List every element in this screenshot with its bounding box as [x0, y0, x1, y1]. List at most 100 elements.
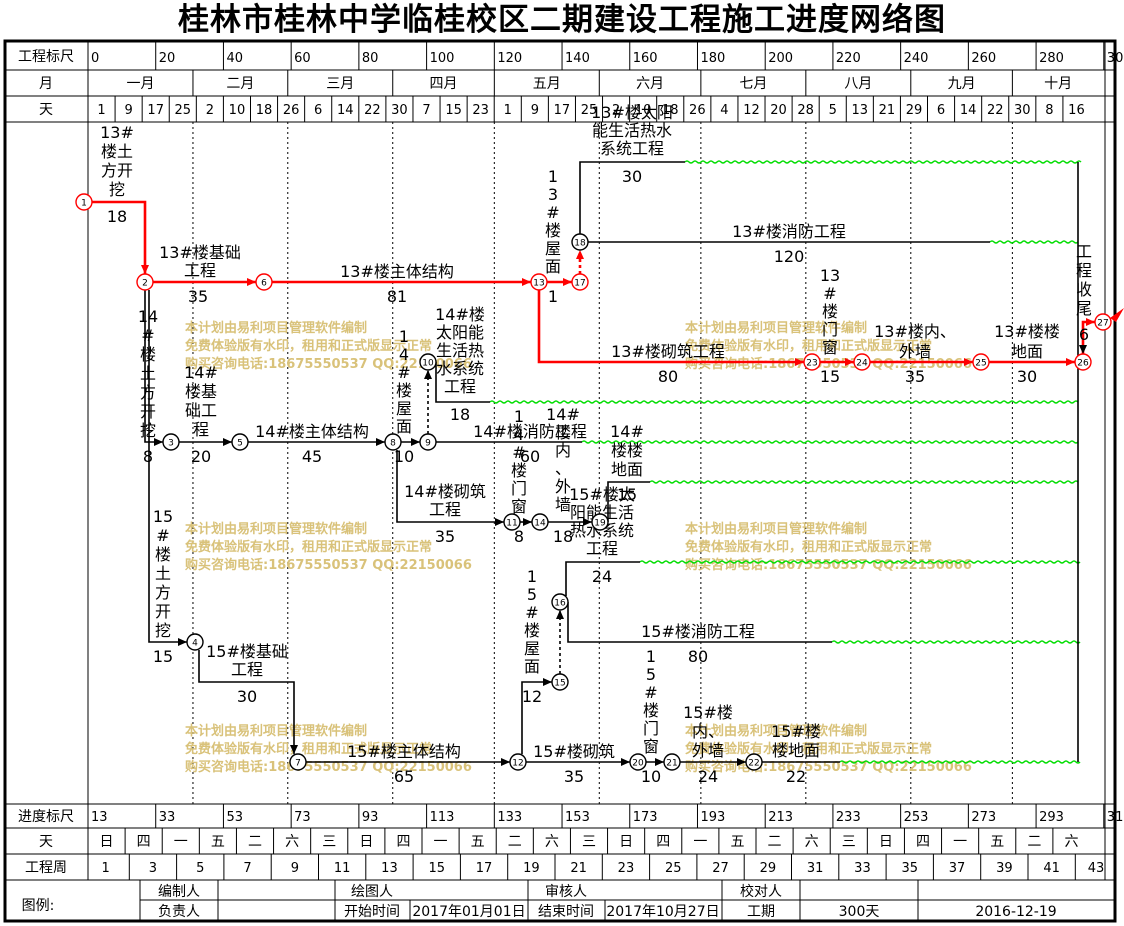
label-23-24-d: 门 [822, 320, 838, 339]
watermark-line-5-0: 本计划由易利项目管理软件编制 [685, 723, 867, 739]
label-13-17-d: 楼 [545, 221, 561, 240]
scale-tick-label-10: 200 [768, 51, 793, 66]
day-row-label: 天 [39, 102, 53, 118]
date-value: 2016-12-19 [975, 904, 1056, 920]
label-23-24-a: 13 [820, 266, 840, 285]
day-label-36: 16 [1068, 103, 1085, 118]
label-22-26-a: 15#楼 [771, 722, 821, 741]
scale-tick-label-13: 260 [971, 51, 996, 66]
day-label-14: 23 [472, 103, 489, 118]
activity-label-layer: 13#楼土方开挖1813#楼基础工程3513#楼主体结构8113#楼屋面113#… [100, 103, 1092, 786]
progress-tick-label-15: 313 [1107, 810, 1124, 825]
watermark-line-2-2: 购买咨询电话:18675550537 QQ:22150066 [185, 557, 472, 573]
label-1-2-d: 挖 [109, 180, 125, 199]
scale-tick-label-4: 80 [362, 51, 379, 66]
month-label-6: 七月 [739, 76, 767, 92]
arrowhead-7 [795, 358, 804, 366]
arrowhead-11 [1086, 318, 1095, 326]
activity-arrow-8-11-19 [396, 450, 504, 523]
scale-tick-label-5: 100 [430, 51, 455, 66]
weekday-label-6: 三 [322, 834, 336, 850]
node-label-4: 4 [192, 639, 198, 649]
day-label-20: 10 [635, 103, 652, 118]
label-3-5-d: 程 [193, 420, 209, 439]
week-label-8: 17 [476, 861, 493, 876]
label-2-4-a: 15 [153, 507, 173, 526]
dur-2-4: 15 [153, 647, 173, 666]
float-wave-17 [489, 400, 1079, 404]
label-16-solar-a: 15#楼太 [569, 485, 635, 504]
dur-12-20: 35 [564, 767, 584, 786]
dur-25-26: 30 [1017, 367, 1037, 386]
label-16-solar-c: 热水系统 [570, 521, 634, 540]
dur-13-17: 1 [548, 287, 558, 306]
dur-13-23: 80 [658, 367, 678, 386]
label-21-22-c: 外墙 [692, 741, 724, 760]
dur-2-6: 35 [188, 287, 208, 306]
weekday-label-24: 五 [990, 834, 1004, 850]
label-9-fire: 14#楼消防工程 [473, 422, 587, 441]
label-8-9-d: 楼 [396, 381, 412, 400]
week-label-19: 39 [996, 861, 1013, 876]
weekday-label-18: 二 [768, 834, 782, 850]
label-18-solar-a: 13#楼太阳 [591, 103, 673, 122]
day-label-33: 22 [987, 103, 1004, 118]
float-wave-22 [649, 480, 1079, 484]
arrowhead-1 [247, 278, 256, 286]
scale-tick-label-9: 180 [700, 51, 725, 66]
day-label-18: 25 [581, 103, 598, 118]
arrowhead-23 [178, 638, 187, 646]
progress-tick-label-2: 53 [226, 810, 243, 825]
arrowhead-31 [655, 758, 664, 766]
month-label-3: 四月 [430, 76, 458, 92]
week-label-6: 13 [381, 861, 398, 876]
watermark-layer: 本计划由易利项目管理软件编制免费体验版有水印，租用和正式版显示正常购买咨询电话:… [185, 320, 972, 775]
progress-tick-label-10: 213 [768, 810, 793, 825]
watermark-line-1-0: 本计划由易利项目管理软件编制 [685, 320, 867, 336]
label-16-fire: 15#楼消防工程 [641, 622, 755, 641]
week-label-1: 3 [149, 861, 157, 876]
watermark-line-1-2: 购买咨询电话:18675550537 QQ:22150066 [685, 356, 972, 372]
label-13-17-c: # [546, 203, 559, 222]
node-10 [419, 353, 437, 371]
node-label-11: 11 [506, 519, 517, 529]
day-label-4: 2 [206, 103, 214, 118]
dur-9-fire: 60 [520, 447, 540, 466]
dur-11-14: 8 [514, 527, 524, 546]
arrowhead-15 [411, 438, 420, 446]
label-4-7-b: 工程 [231, 660, 263, 679]
watermark-line-3-0: 本计划由易利项目管理软件编制 [685, 521, 867, 537]
node-25 [972, 353, 990, 371]
day-label-32: 14 [960, 103, 977, 118]
scale-tick-label-1: 20 [159, 51, 176, 66]
weekday-label-12: 六 [545, 834, 559, 850]
day-label-15: 1 [504, 103, 512, 118]
week-label-3: 7 [243, 861, 251, 876]
label-8-11-a: 14#楼砌筑 [404, 482, 486, 501]
scale-tick-label-2: 40 [226, 51, 243, 66]
label-14-19-f: 墙 [555, 495, 571, 514]
label-25-26-b: 地面 [1011, 342, 1043, 361]
scale-tick-label-0: 0 [91, 51, 99, 66]
day-label-16: 9 [531, 103, 539, 118]
label-26-27-c: 收 [1076, 280, 1092, 299]
dur-6-13: 81 [387, 287, 407, 306]
label-8-9-c: # [397, 363, 410, 382]
dur-16-solar: 24 [592, 567, 612, 586]
dur-22-26: 22 [786, 767, 806, 786]
node-label-2: 2 [142, 279, 148, 289]
label-7-12: 15#楼主体结构 [347, 742, 461, 761]
day-label-0: 1 [97, 103, 105, 118]
node-label-15: 15 [554, 679, 565, 689]
activity-arrow-12-15-26 [521, 681, 552, 754]
day-label-35: 8 [1045, 103, 1053, 118]
label-14-19-c: 内 [555, 441, 571, 460]
dur-16-fire: 80 [688, 647, 708, 666]
week-row-label: 工程周 [25, 860, 67, 876]
day-label-9: 14 [337, 103, 354, 118]
progress-tick-label-8: 173 [633, 810, 658, 825]
arrowhead-3 [563, 278, 572, 286]
arrowhead-25 [501, 758, 510, 766]
dur-8-11: 35 [435, 527, 455, 546]
